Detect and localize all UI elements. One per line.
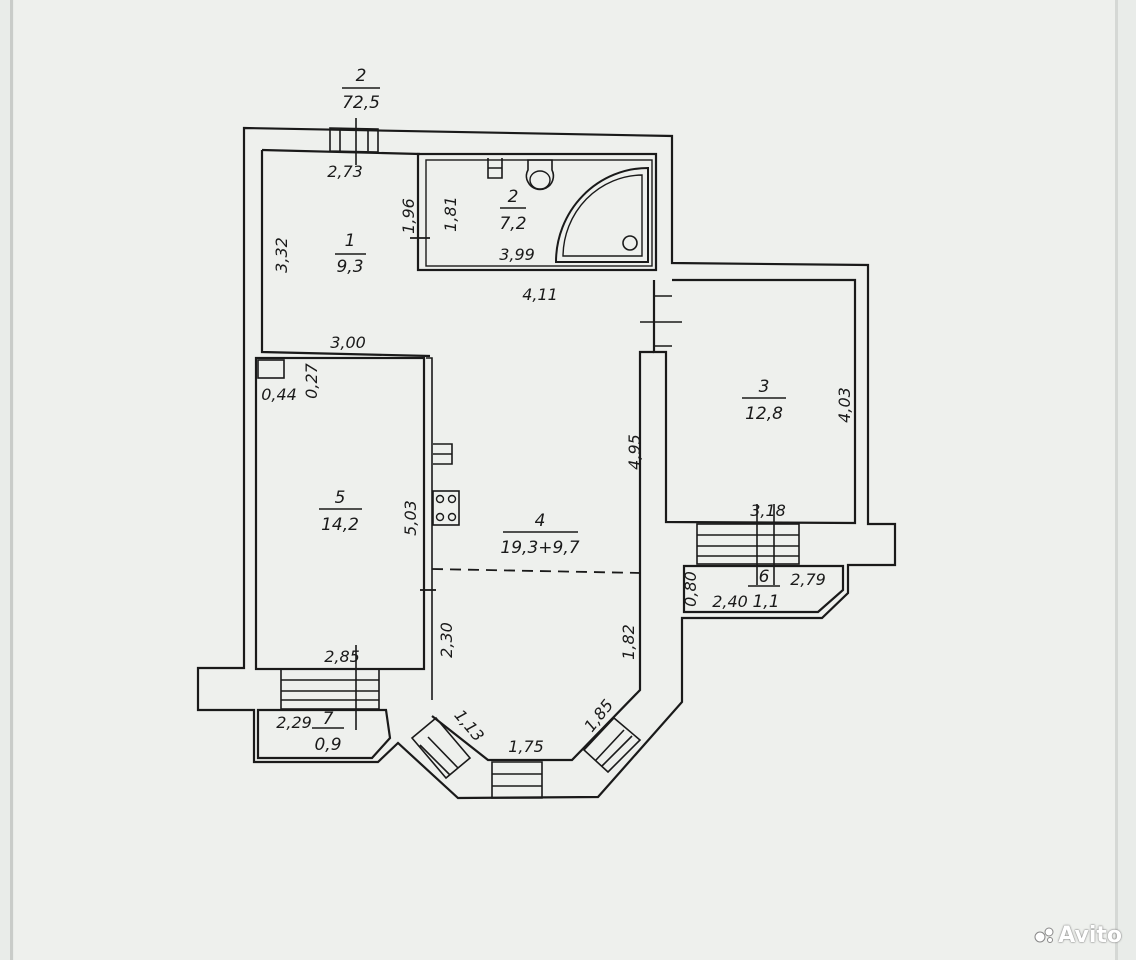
room-2-walls: [416, 152, 658, 272]
dim-5-03: 5,03: [401, 500, 420, 536]
sink: [487, 158, 503, 179]
toilet: [525, 159, 555, 191]
dim-3-99: 3,99: [499, 245, 535, 264]
hall-wall: [431, 350, 654, 762]
door-room-3: [640, 295, 682, 347]
avito-watermark: Avito: [1034, 923, 1122, 948]
dim-2-73: 2,73: [327, 162, 363, 181]
dim-0-44: 0,44: [261, 385, 297, 404]
window-bay-left: [410, 716, 472, 780]
avito-logo-icon: [1034, 927, 1054, 943]
room-2-number: 2: [508, 187, 519, 207]
dim-3-00: 3,00: [330, 333, 366, 352]
total-area: 72,5: [342, 93, 380, 113]
dim-4-95: 4,95: [625, 434, 644, 470]
room-6-walls: [682, 564, 845, 614]
room-1-area: 9,3: [336, 257, 363, 277]
dim-1-75: 1,75: [508, 737, 544, 756]
room-7-walls: [256, 708, 392, 760]
window-bay-right: [582, 716, 642, 774]
dim-2-85: 2,85: [324, 647, 360, 666]
room-5-number: 5: [335, 488, 346, 508]
room-7-number: 7: [323, 709, 334, 729]
dim-2-79: 2,79: [790, 570, 826, 589]
niche: [257, 359, 285, 379]
paper-edge-right: [1115, 0, 1118, 960]
room-2-area: 7,2: [499, 214, 526, 234]
total-number: 2: [356, 66, 367, 86]
room-4-number: 4: [535, 511, 546, 531]
dim-4-11: 4,11: [522, 285, 558, 304]
paper-edge-left: [10, 0, 13, 960]
room-4-area: 19,3+9,7: [500, 538, 579, 558]
room-3-area: 12,8: [745, 404, 783, 424]
dim-2-30: 2,30: [437, 622, 456, 658]
zone-divider: [431, 568, 643, 574]
dim-1-13: 1,13: [450, 706, 487, 746]
room-5-walls: [254, 356, 426, 671]
dim-0-80: 0,80: [681, 571, 700, 607]
stove: [432, 490, 460, 526]
dim-2-29: 2,29: [276, 713, 312, 732]
room-6-area: 1,1: [752, 592, 779, 612]
dim-3-32: 3,32: [272, 237, 291, 273]
room-1-walls: [260, 150, 431, 358]
outer-wall: [196, 126, 897, 800]
room-7-area: 0,9: [314, 735, 341, 755]
window-bay-center: [491, 761, 543, 799]
dim-2-40: 2,40: [712, 592, 748, 611]
room-1-number: 1: [345, 231, 356, 251]
room-3-number: 3: [759, 377, 770, 397]
stairs-right: [696, 523, 800, 565]
watermark-text: Avito: [1058, 923, 1122, 948]
room-6-number: 6: [759, 567, 770, 587]
shower: [554, 166, 649, 263]
dim-4-03: 4,03: [835, 387, 854, 423]
kitchen-sink: [433, 443, 453, 465]
dim-0-27: 0,27: [302, 362, 321, 398]
dim-1-96: 1,96: [399, 198, 418, 234]
window-top: [329, 127, 379, 153]
dim-3-18: 3,18: [750, 501, 786, 520]
room-3-walls: [652, 278, 857, 525]
dim-1-82: 1,82: [619, 624, 638, 660]
stairs-left: [280, 668, 380, 710]
dim-1-85: 1,85: [580, 696, 617, 736]
dim-1-81: 1,81: [441, 196, 460, 232]
room-5-area: 14,2: [321, 515, 359, 535]
